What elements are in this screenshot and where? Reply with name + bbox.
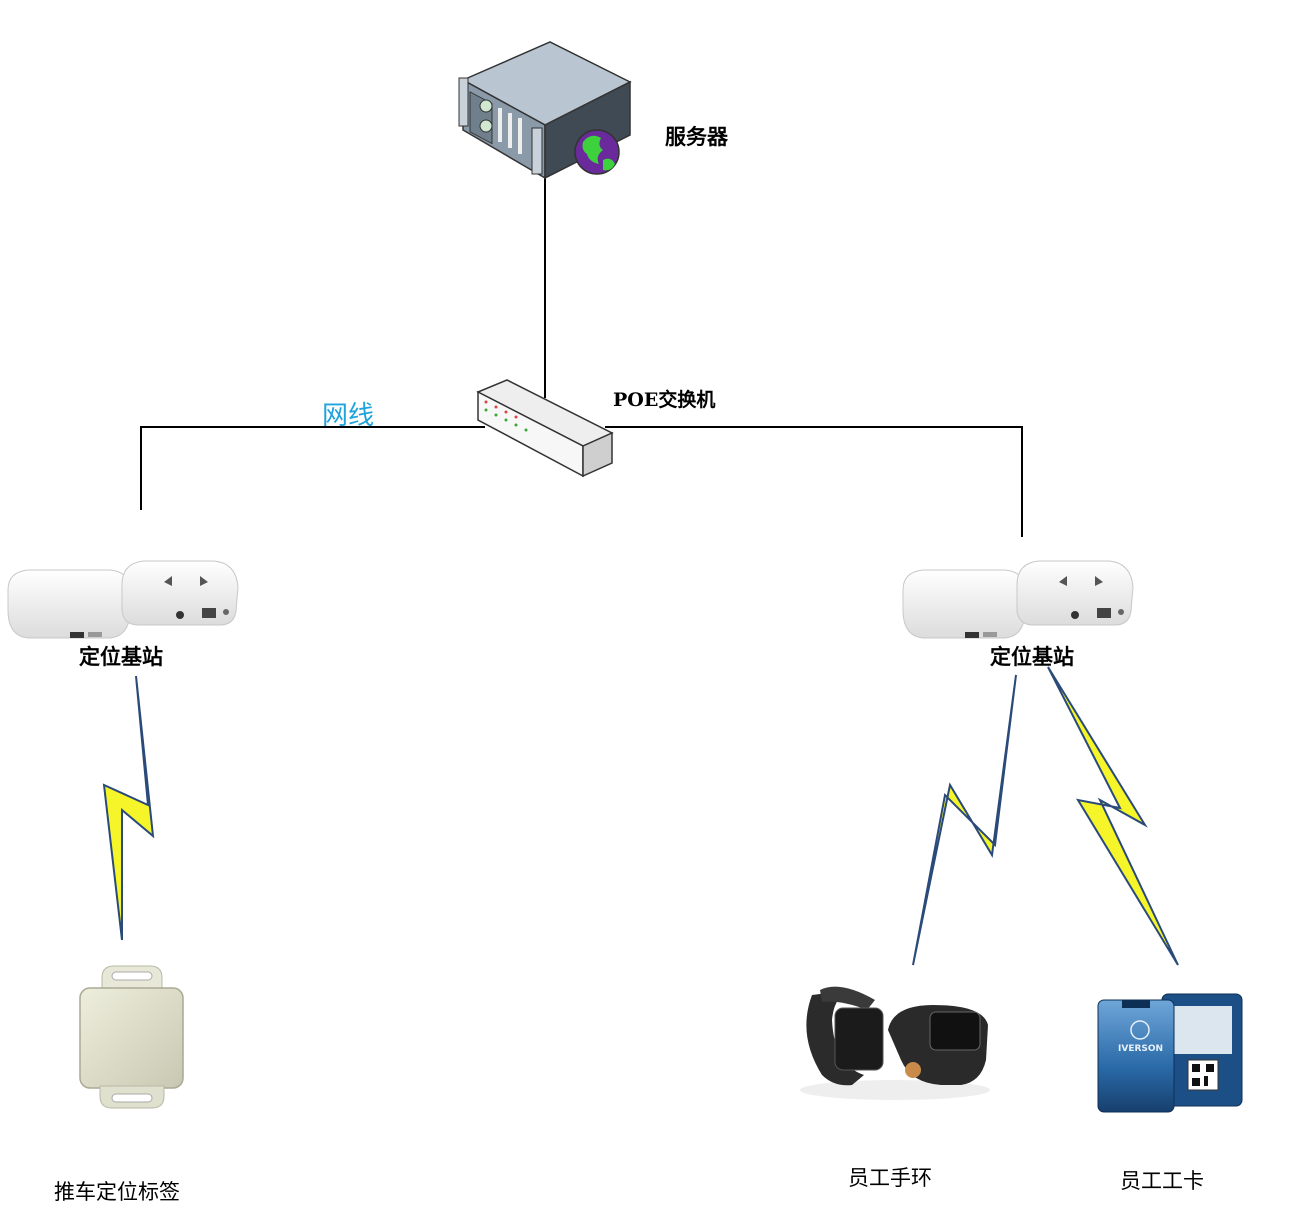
base-station-right-label: 定位基站 xyxy=(990,644,1074,669)
asset-tag-icon xyxy=(79,965,184,1109)
base-station-left-label: 定位基站 xyxy=(79,644,163,669)
lightning-bolt-icon-badge xyxy=(1047,666,1179,966)
badge-label: 员工工卡 xyxy=(1120,1169,1204,1193)
badge-brand-text: IVERSON xyxy=(1118,1044,1164,1054)
cart-tag-label: 推车定位标签 xyxy=(54,1180,180,1204)
switch-to-left-base-line xyxy=(140,426,485,510)
base-station-left-icon xyxy=(7,560,239,639)
id-badge-icon xyxy=(1097,993,1243,1113)
switch-to-right-base-line xyxy=(605,426,1023,537)
server-rack-icon xyxy=(458,41,632,180)
wristband-label: 员工手环 xyxy=(848,1166,932,1190)
wireless-signals xyxy=(102,666,1179,966)
switch-label: POE交换机 xyxy=(613,389,716,411)
base-station-right-icon xyxy=(902,560,1134,639)
lightning-bolt-icon-left xyxy=(102,675,155,941)
server-label: 服务器 xyxy=(665,124,728,149)
connection-lines xyxy=(140,178,1023,537)
cable-label: 网线 xyxy=(322,401,375,431)
poe-switch-icon xyxy=(476,379,614,478)
lightning-bolt-icon-wristband xyxy=(912,674,1017,966)
smart-wristband-icon xyxy=(800,986,990,1100)
